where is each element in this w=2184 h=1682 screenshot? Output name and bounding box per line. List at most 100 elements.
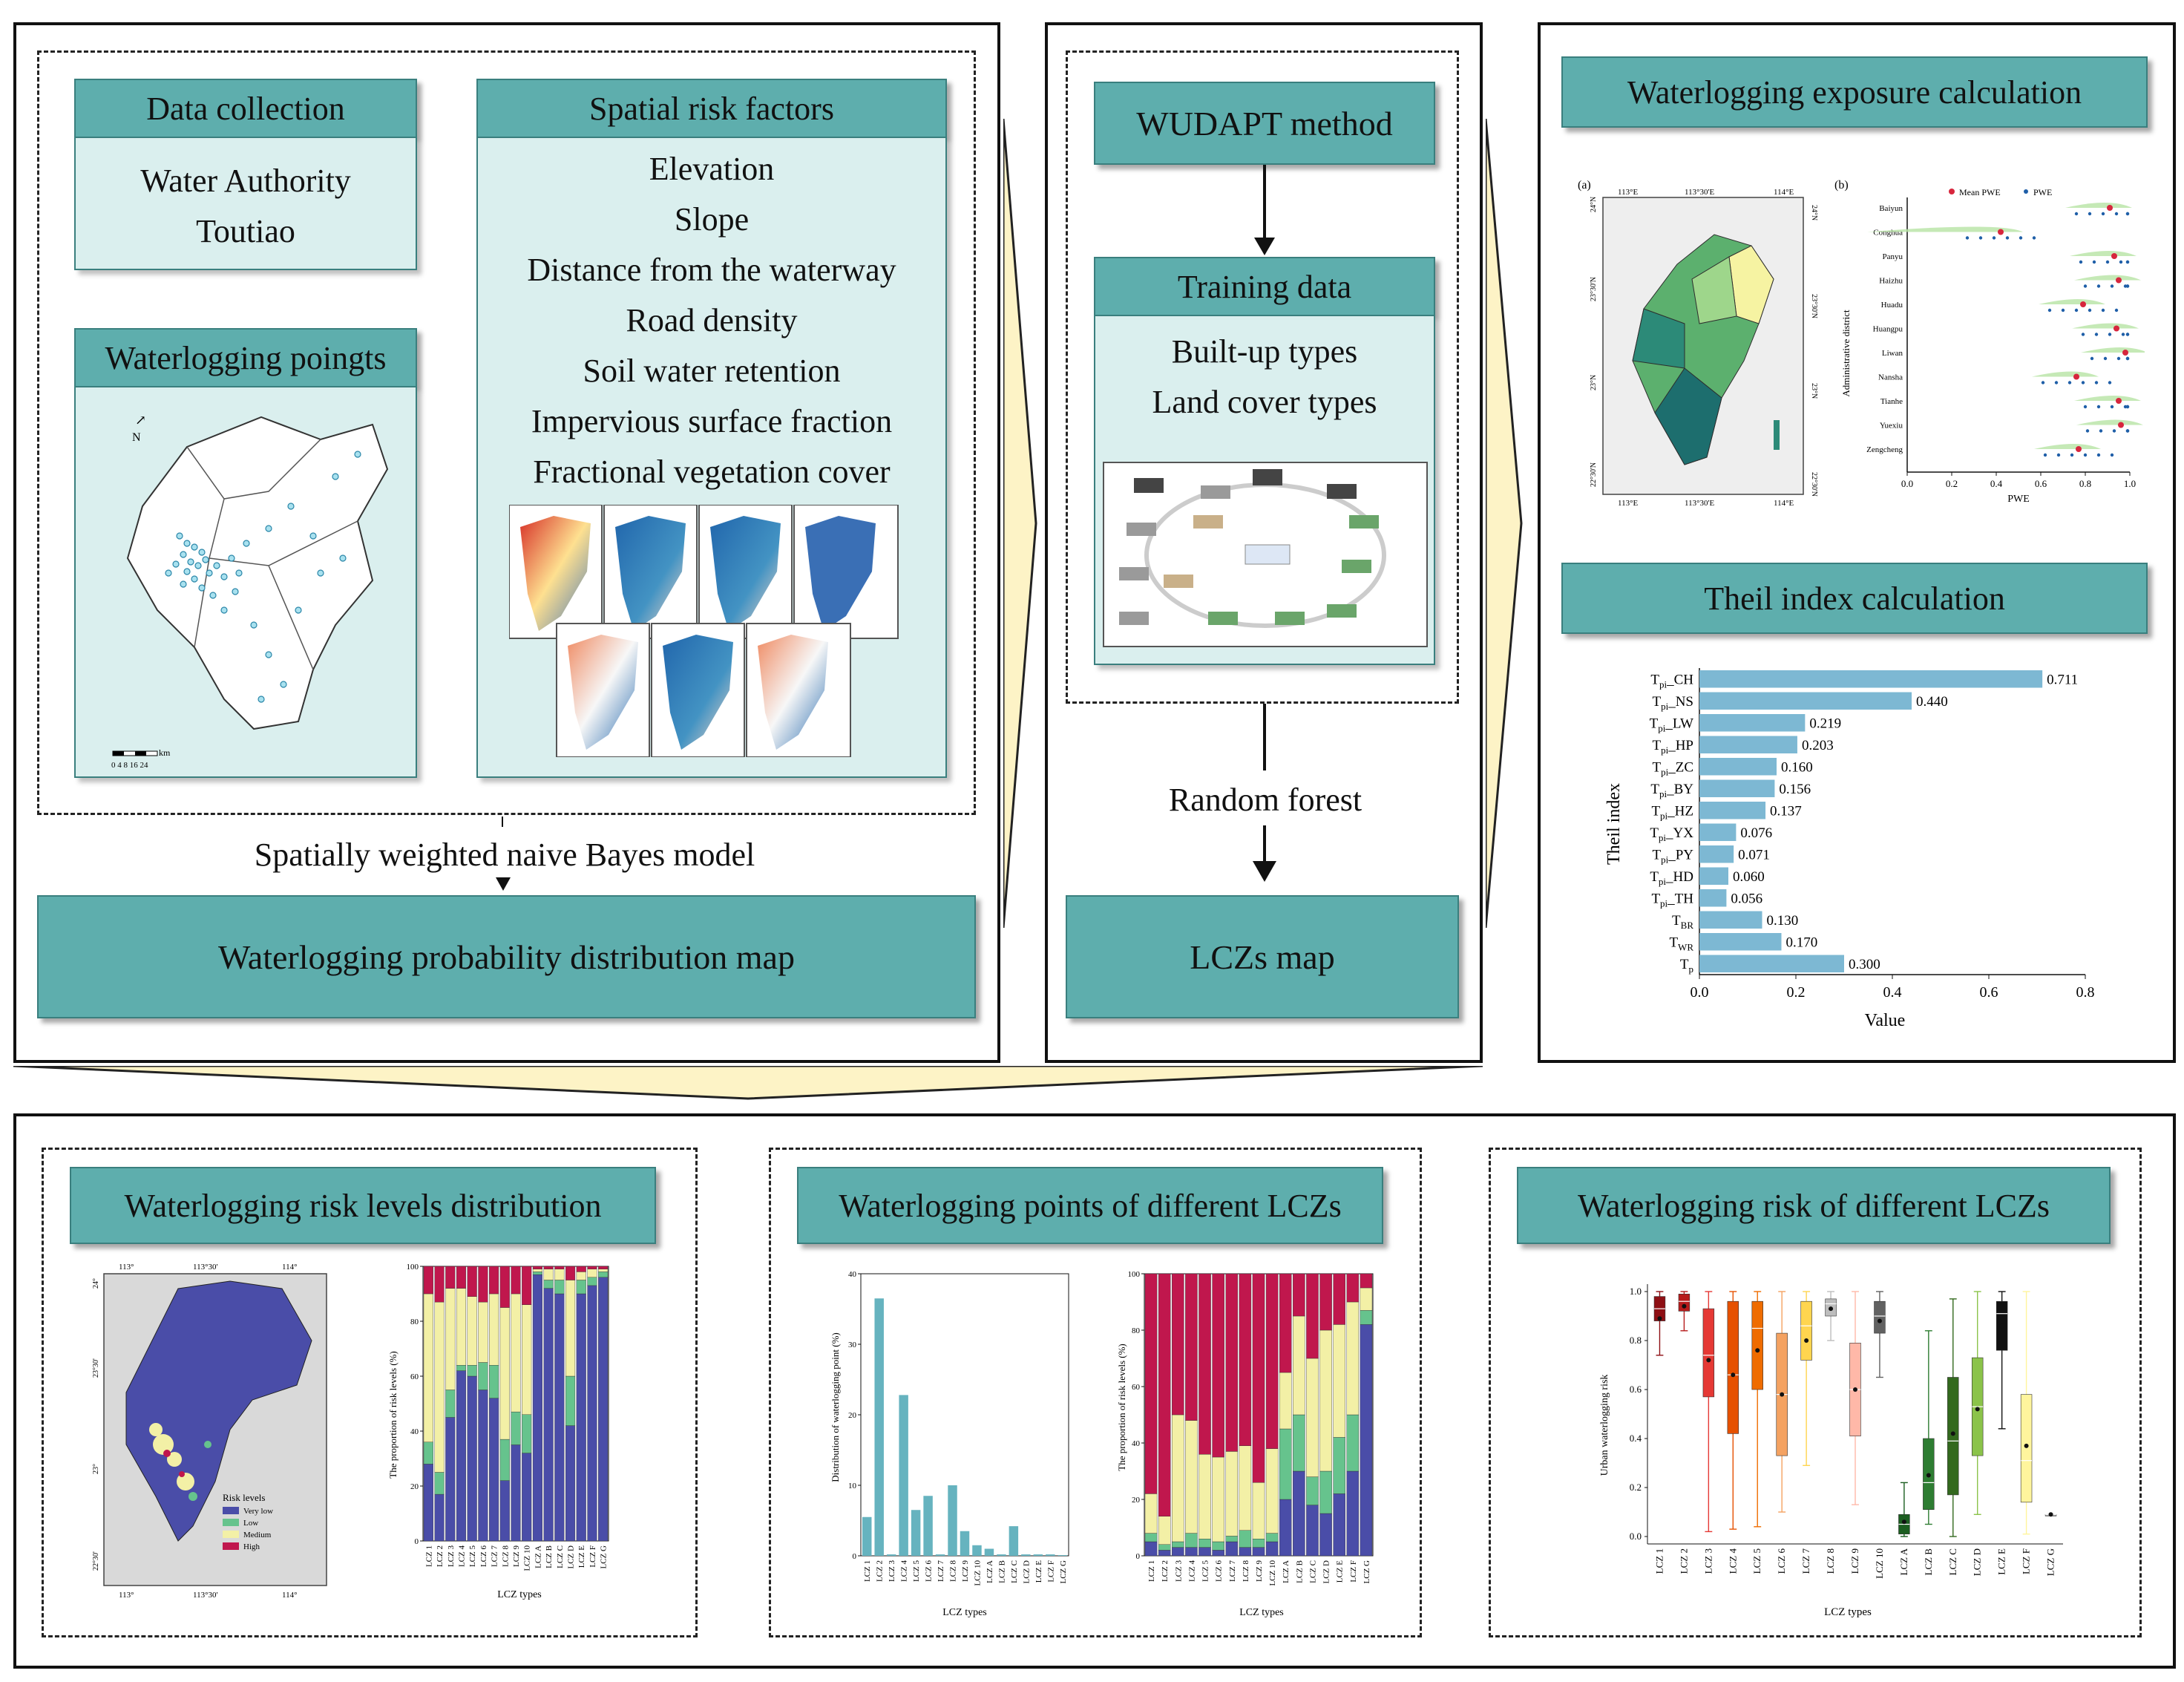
stacked-segment bbox=[522, 1304, 532, 1415]
box-mean bbox=[1706, 1358, 1711, 1363]
pwe-point bbox=[2096, 453, 2101, 457]
stacked-segment bbox=[434, 1266, 445, 1303]
stacked-xtick-label: LCZ 7 bbox=[1228, 1560, 1237, 1583]
box-mean bbox=[1682, 1303, 1687, 1309]
probability-map-label: Waterlogging probability distribution ma… bbox=[218, 937, 795, 976]
box-ytick-label: 0.4 bbox=[1630, 1433, 1642, 1444]
stacked-segment bbox=[587, 1269, 597, 1278]
pwe-point bbox=[1992, 236, 1996, 240]
theil-category-label: Tpi_TH bbox=[1651, 891, 1693, 909]
pwe-xlabel: PWE bbox=[2007, 494, 2030, 505]
pwe-point bbox=[2108, 381, 2112, 384]
arrow-shaft bbox=[1263, 165, 1266, 243]
stacked-segment bbox=[1293, 1315, 1305, 1416]
stacked-segment bbox=[1239, 1445, 1252, 1531]
pwe-point bbox=[2032, 236, 2036, 240]
stacked-segment bbox=[532, 1266, 542, 1269]
points-xtick-label: LCZ F bbox=[1046, 1560, 1055, 1583]
points-xtick-label: LCZ A bbox=[986, 1560, 994, 1583]
factor-map-soil bbox=[556, 623, 650, 758]
pwe-point bbox=[2125, 429, 2130, 433]
map-tick: 113° bbox=[119, 1591, 134, 1600]
risk-factor-item: Road density bbox=[626, 302, 798, 338]
stacked-segment bbox=[1319, 1470, 1332, 1514]
box-iqr bbox=[1800, 1300, 1812, 1361]
stacked-xlabel: LCZ types bbox=[1239, 1607, 1284, 1618]
theil-label-main: T bbox=[1650, 673, 1659, 688]
spatial-risk-factors-body: Elevation Slope Distance from the waterw… bbox=[476, 138, 947, 778]
points-bar bbox=[997, 1554, 1006, 1556]
district-label: Baiyun bbox=[1879, 204, 1903, 213]
theil-label-sub: pi bbox=[1659, 832, 1667, 843]
pwe-point bbox=[2114, 212, 2119, 216]
stacked-segment bbox=[1225, 1451, 1239, 1537]
box-xtick-label: LCZ F bbox=[2021, 1548, 2032, 1574]
stacked-segment bbox=[1198, 1273, 1211, 1455]
box-xtick-label: LCZ 5 bbox=[1751, 1548, 1762, 1574]
box-xtick-label: LCZ 8 bbox=[1825, 1548, 1836, 1574]
stacked-segment bbox=[456, 1364, 467, 1371]
risk-factor-item: Slope bbox=[674, 201, 750, 238]
stacked-segment bbox=[434, 1493, 445, 1542]
risk-legend-item: Medium bbox=[243, 1531, 272, 1539]
pwe-point bbox=[2101, 212, 2105, 216]
points-lcz-title: Waterlogging points of different LCZs bbox=[839, 1187, 1342, 1224]
mean-pwe-point bbox=[2122, 350, 2128, 356]
pwe-density bbox=[2039, 299, 2105, 304]
stacked-ytick-label: 20 bbox=[410, 1482, 419, 1491]
risk-factor-item: Impervious surface fraction bbox=[531, 403, 893, 439]
theil-label-suffix: _HP bbox=[1667, 738, 1693, 753]
theil-bar bbox=[1699, 867, 1728, 885]
mean-pwe-point bbox=[2111, 253, 2117, 259]
risk-stacked-chart-1: The proportion of risk levels (%) LCZ ty… bbox=[386, 1259, 616, 1608]
waterlogging-points-header: Waterlogging poingts bbox=[74, 328, 417, 387]
theil-label-main: T bbox=[1652, 738, 1661, 753]
stacked-xtick-label: LCZ 2 bbox=[436, 1545, 445, 1567]
stacked-segment bbox=[1252, 1273, 1265, 1483]
box-mean bbox=[1657, 1316, 1662, 1321]
theil-value-label: 0.219 bbox=[1809, 716, 1841, 732]
stacked-segment bbox=[576, 1280, 586, 1295]
stacked-segment bbox=[1252, 1539, 1265, 1548]
stacked-ytick-label: 40 bbox=[410, 1427, 419, 1436]
theil-bar bbox=[1699, 802, 1766, 819]
pwe-xtick-label: 0.8 bbox=[2079, 478, 2091, 489]
theil-label-main: T bbox=[1669, 935, 1678, 951]
pwe-density bbox=[2081, 347, 2148, 353]
points-bar bbox=[1009, 1526, 1019, 1556]
stacked-segment bbox=[1319, 1513, 1332, 1557]
stacked-xtick-label: LCZ B bbox=[1295, 1560, 1304, 1583]
stacked-segment bbox=[1293, 1470, 1305, 1557]
theil-category-label: Tp bbox=[1680, 957, 1693, 975]
box-xtick-label: LCZ 9 bbox=[1849, 1548, 1860, 1574]
exposure-map: (a) 113°E 113°30'E 114°E 113°E 113°30'E … bbox=[1573, 175, 1833, 509]
risk-factor-item: Fractional vegetation cover bbox=[533, 454, 891, 490]
pwe-point bbox=[2079, 260, 2083, 264]
box-ylabel: Urban waterlogging risk bbox=[1599, 1375, 1610, 1476]
theil-value-label: 0.170 bbox=[1786, 935, 1818, 951]
mean-pwe-point bbox=[2073, 373, 2079, 380]
wudapt-method-label: WUDAPT method bbox=[1136, 104, 1393, 143]
points-ytick-label: 30 bbox=[848, 1341, 857, 1349]
theil-bar bbox=[1699, 736, 1797, 753]
stacked-xtick-label: LCZ 10 bbox=[1268, 1560, 1277, 1586]
stacked-segment bbox=[1212, 1541, 1224, 1551]
box-xtick-label: LCZ B bbox=[1923, 1548, 1934, 1576]
theil-value-label: 0.130 bbox=[1767, 913, 1799, 929]
data-collection-title: Data collection bbox=[146, 90, 345, 127]
theil-label-main: T bbox=[1672, 913, 1681, 929]
training-type-item: Built-up types bbox=[1171, 333, 1358, 370]
pwe-density bbox=[2074, 396, 2141, 401]
district-label: Liwan bbox=[1882, 349, 1903, 358]
pwe-point bbox=[2121, 333, 2125, 336]
arrow-shaft bbox=[1263, 704, 1266, 770]
stacked-segment bbox=[565, 1266, 576, 1280]
stacked-segment bbox=[1306, 1273, 1319, 1359]
stacked-xtick-label: LCZ 4 bbox=[1187, 1560, 1196, 1583]
stacked-segment bbox=[423, 1464, 433, 1542]
pwe-point bbox=[2074, 212, 2079, 216]
stacked-segment bbox=[522, 1453, 532, 1542]
risk-factor-item: Elevation bbox=[649, 151, 775, 187]
theil-bar bbox=[1699, 758, 1777, 776]
